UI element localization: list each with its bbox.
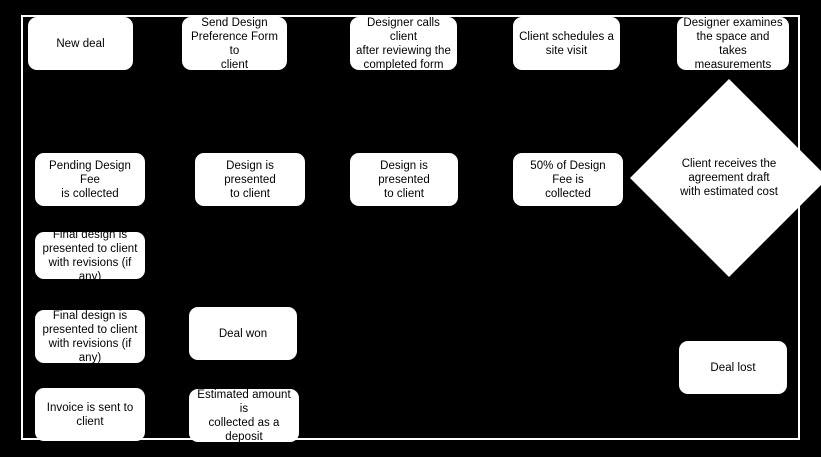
flow-node-invoice-sent[interactable]: Invoice is sent to client (35, 388, 145, 441)
flow-node-send-design-preference-form[interactable]: Send Design Preference Form to client (182, 16, 287, 71)
flow-node-final-design-revisions-1[interactable]: Final design is presented to client with… (35, 229, 145, 283)
flow-node-50-percent-design-fee[interactable]: 50% of Design Fee is collected (513, 153, 623, 206)
flow-node-deal-won[interactable]: Deal won (189, 307, 297, 360)
flow-node-label: Designer examines the space and takes me… (683, 16, 783, 71)
flow-node-label: Client schedules a site visit (519, 30, 614, 57)
flow-node-new-deal[interactable]: New deal (28, 17, 133, 70)
flow-node-label: Invoice is sent to client (46, 401, 134, 428)
flow-node-label: New deal (56, 37, 105, 50)
flow-node-estimated-amount-deposit[interactable]: Estimated amount is collected as a depos… (189, 388, 299, 443)
diagram-frame: New deal Send Design Preference Form to … (21, 15, 821, 443)
flow-node-design-presented-1[interactable]: Design is presented to client (195, 153, 305, 206)
flow-node-label: Deal lost (710, 361, 756, 374)
flow-node-designer-calls-client[interactable]: Designer calls client after reviewing th… (350, 16, 457, 71)
flow-node-label: Deal won (218, 327, 268, 340)
flow-node-final-design-revisions-2[interactable]: Final design is presented to client with… (35, 309, 145, 364)
flow-node-deal-lost[interactable]: Deal lost (679, 341, 787, 394)
flow-node-label: Pending Design Fee is collected (49, 159, 131, 200)
flow-node-label: Final design is presented to client with… (42, 228, 138, 283)
flow-node-client-schedules-site-visit[interactable]: Client schedules a site visit (513, 17, 620, 70)
flow-node-label: Design is presented to client (378, 159, 430, 200)
flow-node-design-presented-2[interactable]: Design is presented to client (350, 153, 458, 206)
flow-node-client-receives-agreement-draft[interactable]: Client receives the agreement draft with… (630, 79, 821, 277)
flow-node-label: Design is presented to client (224, 159, 276, 200)
flow-node-label: Send Design Preference Form to client (190, 16, 279, 71)
flow-node-label: 50% of Design Fee is collected (530, 159, 606, 200)
flow-node-designer-examines-space[interactable]: Designer examines the space and takes me… (677, 16, 789, 71)
flow-node-label: Client receives the agreement draft with… (680, 158, 778, 198)
flow-node-label: Final design is presented to client with… (42, 309, 138, 364)
flow-node-pending-design-fee[interactable]: Pending Design Fee is collected (35, 153, 145, 206)
flow-node-label: Estimated amount is collected as a depos… (197, 388, 291, 443)
flow-node-label: Designer calls client after reviewing th… (356, 16, 451, 71)
